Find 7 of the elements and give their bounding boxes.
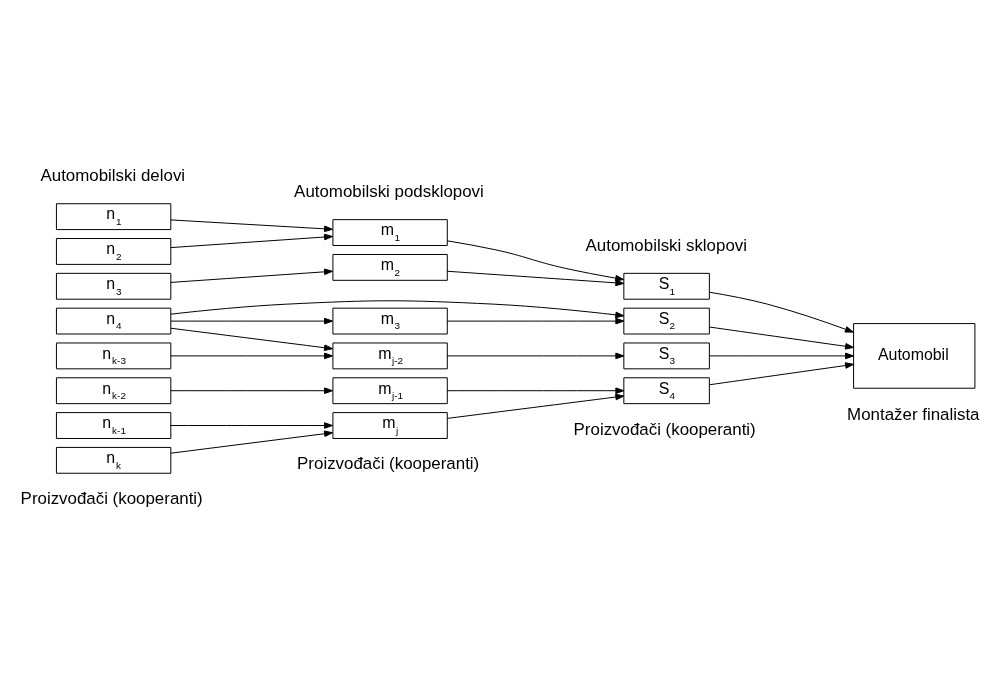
label: Proizvođači (kooperanti) (297, 454, 480, 474)
label: Automobilski podsklopovi (294, 181, 484, 201)
label: Automobilski delovi (40, 165, 186, 185)
label: Montažer finalista (847, 404, 980, 424)
label: Proizvođači (kooperanti) (573, 419, 756, 439)
label: Automobilski sklopovi (585, 235, 748, 255)
label: Proizvođači (kooperanti) (20, 489, 203, 509)
